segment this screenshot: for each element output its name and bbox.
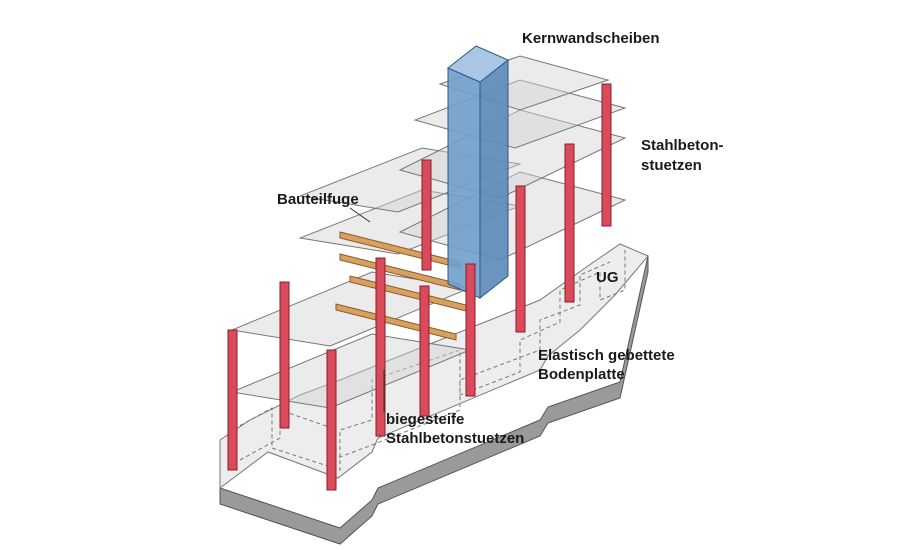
label-joint: Bauteilfuge [277,191,359,208]
column [326,349,337,491]
label-rigid-2: Stahlbetonstuetzen [386,430,524,447]
joint-beam [339,253,461,291]
floor-slabs-upper [398,55,627,261]
column [515,185,526,333]
column [465,263,476,397]
column [419,285,430,417]
label-slab-2: Bodenplatte [538,366,625,383]
column [227,329,238,471]
label-slab-1: Elastisch gebettete [538,347,675,364]
label-rigid-1: biegesteife [386,411,464,428]
core-walls [447,45,509,300]
label-core-walls: Kernwandscheiben [522,30,660,47]
column [375,257,386,437]
label-basement: UG [596,269,619,286]
column [564,143,575,303]
leader-lines [349,207,385,412]
column [421,159,432,271]
label-rc-columns-1: Stahlbeton- [641,137,724,154]
column [601,83,612,227]
foundation-side [219,255,649,545]
core-wall-side [479,58,509,300]
core-wall-top [447,45,509,83]
columns [227,83,612,491]
leader-line-joint [349,207,371,223]
column [279,281,290,429]
label-rc-columns-2: stuetzen [641,157,702,174]
